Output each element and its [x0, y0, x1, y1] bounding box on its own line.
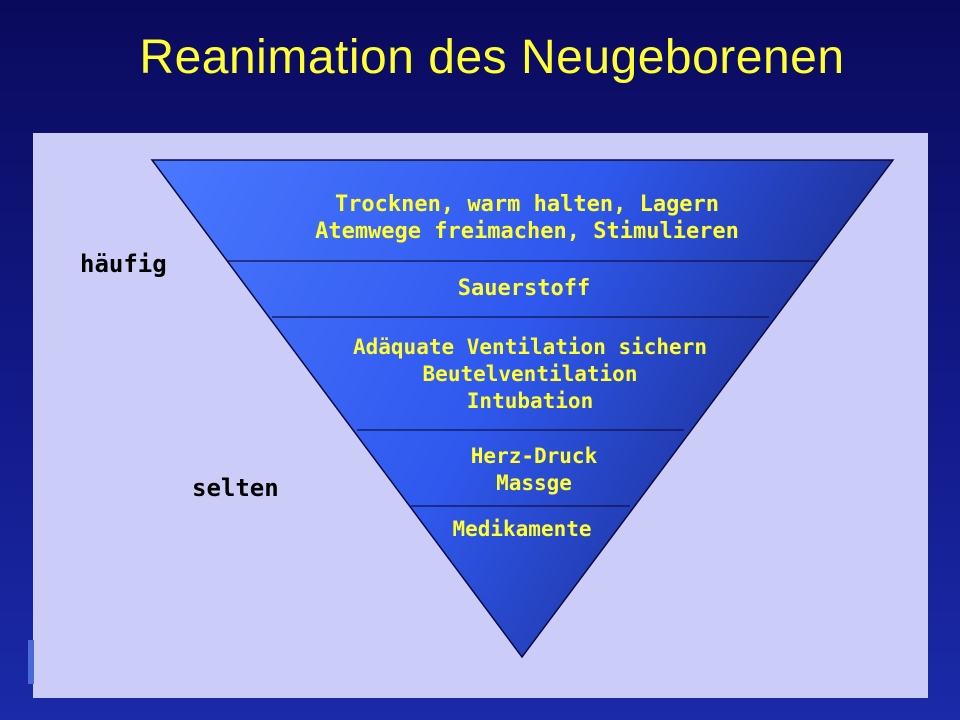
tier-5-line-1: Medikamente	[452, 517, 592, 541]
tier-4-line-2: Massge	[496, 471, 572, 495]
tier-1-line-2: Atemwege freimachen, Stimulieren	[315, 219, 739, 244]
frequency-label-frequent: häufig	[80, 250, 167, 278]
slide-title: Reanimation des Neugeborenen	[139, 31, 845, 84]
tier-1-text: Trocknen, warm halten, Lagern Atemwege f…	[292, 191, 762, 245]
tier-4-text: Herz-Druck Massge	[424, 443, 644, 497]
tier-5-text: Medikamente	[422, 516, 622, 543]
tier-2-line-1: Sauerstoff	[457, 276, 591, 301]
tier-4-line-1: Herz-Druck	[470, 444, 598, 468]
tier-2-text: Sauerstoff	[424, 275, 624, 302]
pyramid-shape	[150, 159, 895, 659]
tier-3-line-3: Intubation	[466, 389, 594, 413]
frequency-label-rare: selten	[192, 474, 279, 502]
tier-3-line-2: Beutelventilation	[422, 362, 638, 386]
panel-accent-bar	[28, 640, 34, 684]
tier-3-text: Adäquate Ventilation sichern Beutelventi…	[330, 334, 730, 415]
tier-3-line-1: Adäquate Ventilation sichern	[352, 335, 707, 359]
tier-1-line-1: Trocknen, warm halten, Lagern	[334, 192, 720, 217]
